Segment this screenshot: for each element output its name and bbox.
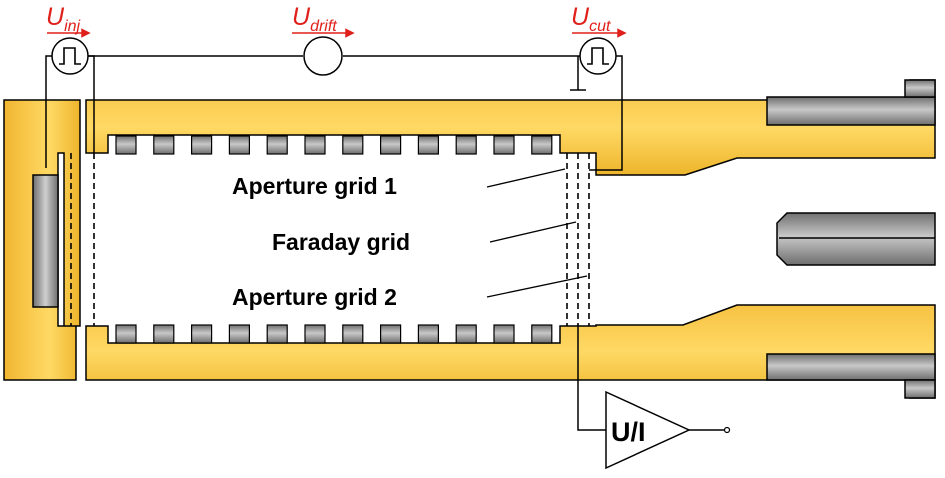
leader-line: [489, 221, 577, 243]
u-cut-label: Ucut: [571, 3, 611, 35]
lower-grey-step: [904, 379, 936, 399]
lower-tube-wall: [85, 304, 936, 399]
drift-ring: [191, 135, 213, 155]
voltage-arrows: [47, 28, 627, 38]
leader-line: [486, 168, 566, 188]
faraday-grid-label: Faraday grid: [272, 229, 410, 255]
drift-ring: [266, 324, 288, 344]
voltage-labels: Uinj Udrift Ucut: [46, 3, 611, 35]
drift-ring: [380, 324, 402, 344]
drift-ring: [153, 135, 175, 155]
amplifier-label: U/I: [611, 417, 646, 447]
aperture-grid-2-label: Aperture grid 2: [232, 284, 397, 310]
ion-source-electrode: [32, 174, 59, 308]
lower-grey-fitting: [766, 353, 936, 381]
u-inj-label: Uinj: [46, 3, 81, 35]
u-drift-label: Udrift: [292, 3, 337, 35]
drift-rings-bottom: [115, 324, 553, 344]
u-drift-source: [303, 36, 343, 76]
drift-ring: [153, 324, 175, 344]
upper-grey-fitting: [766, 96, 936, 126]
grids: [70, 153, 590, 326]
pulse-icon: [59, 47, 81, 65]
u-inj-source: [51, 37, 89, 75]
drift-ring: [304, 135, 326, 155]
drift-ring: [115, 324, 137, 344]
upper-grey-step: [904, 79, 936, 98]
center-grey-element: [776, 212, 936, 266]
output-terminal: [723, 426, 731, 434]
drift-ring: [342, 135, 364, 155]
current-voltage-amplifier: U/I: [605, 390, 691, 470]
pulse-icon: [587, 47, 609, 65]
drift-ring: [115, 135, 137, 155]
drift-ring: [266, 135, 288, 155]
aperture-grid-1-label: Aperture grid 1: [232, 173, 397, 199]
drift-ring: [455, 324, 477, 344]
drift-ring: [228, 324, 250, 344]
drift-ring: [455, 135, 477, 155]
drift-ring: [493, 135, 515, 155]
leader-line: [486, 275, 588, 298]
drift-rings-top: [115, 135, 553, 155]
drift-ring: [380, 135, 402, 155]
drift-ring: [342, 324, 364, 344]
drift-ring: [417, 324, 439, 344]
drift-ring: [531, 324, 553, 344]
drift-ring: [417, 135, 439, 155]
drift-ring: [493, 324, 515, 344]
wiring: [45, 55, 725, 431]
drift-ring: [228, 135, 250, 155]
drift-ring: [304, 324, 326, 344]
upper-tube-wall: [85, 79, 936, 176]
grid-labels: Aperture grid 1 Faraday grid Aperture gr…: [232, 168, 588, 310]
drift-ring: [191, 324, 213, 344]
u-cut-source: [579, 37, 617, 75]
drift-ring: [531, 135, 553, 155]
